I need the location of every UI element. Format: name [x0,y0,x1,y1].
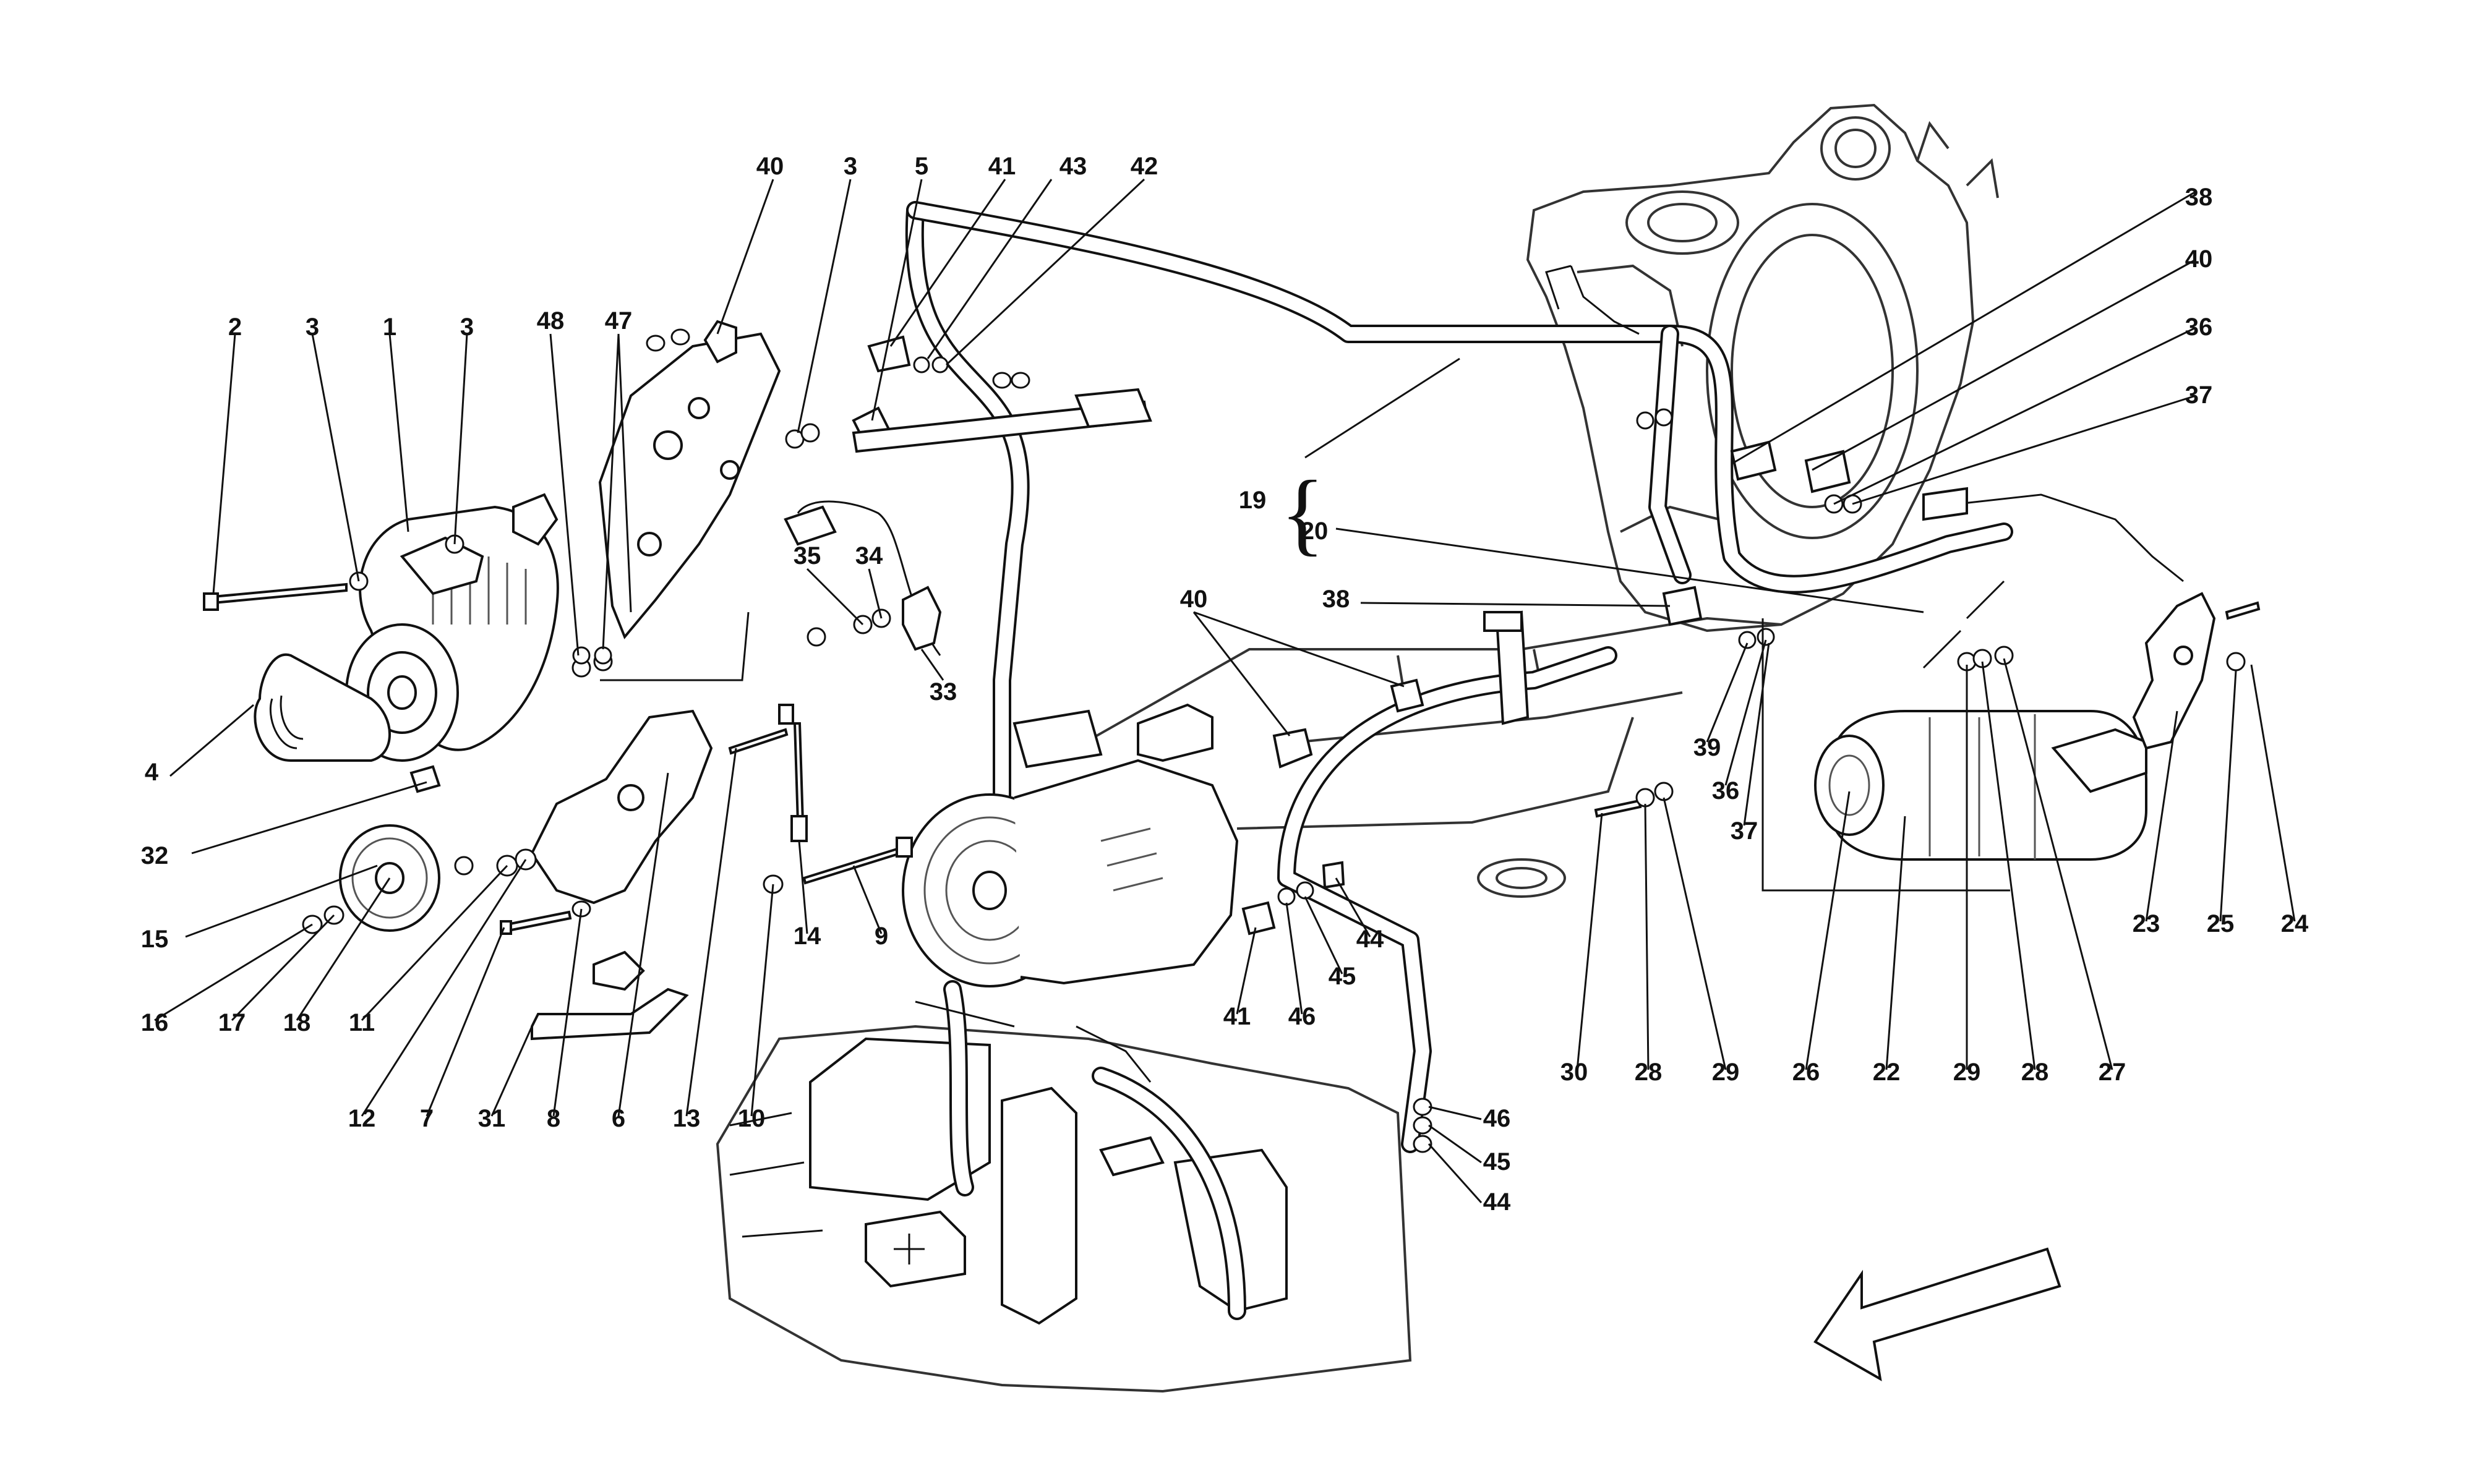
part-label: 16 [141,1009,169,1036]
tensioner-bracket [530,709,713,1041]
part-label: 34 [855,542,883,569]
part-label: 14 [794,923,821,950]
part-label: 40 [756,153,784,180]
part-label: 5 [915,153,928,180]
part-label: 12 [348,1105,376,1132]
part-label: 3 [306,313,319,341]
group-brace: { [1280,462,1325,565]
part-label: 29 [1712,1059,1740,1086]
part-label: 13 [673,1105,701,1132]
part-label: 44 [1356,926,1384,953]
part-label: 43 [1059,153,1087,180]
part-label: 41 [988,153,1016,180]
part-label: 31 [478,1105,506,1132]
part-label: 42 [1131,153,1158,180]
part-label: 20 [1301,518,1329,545]
drive-belt [254,653,391,762]
part-label: 9 [875,923,888,950]
part-label: 3 [844,153,857,180]
gearbox-housing-icon [1526,103,1999,633]
part-label: 36 [1712,777,1740,804]
part-label: 38 [2185,184,2213,211]
alternator-bracket [512,332,781,639]
part-label: 40 [1180,586,1208,613]
part-label: 30 [1560,1059,1588,1086]
part-label: 28 [1635,1059,1663,1086]
part-label: 47 [605,307,633,335]
leader-lines [154,178,2296,1204]
part-label: 36 [2185,313,2213,341]
part-label: 10 [738,1105,766,1132]
compressor-icon [902,703,1239,987]
part-label: 24 [2281,910,2309,937]
part-label: 32 [141,842,169,869]
part-label: 4 [145,759,159,786]
part-label: 3 [460,313,474,341]
part-label: 44 [1483,1188,1511,1216]
part-label: 25 [2207,910,2235,937]
part-label: 46 [1483,1105,1511,1132]
starter-bracket [2132,592,2216,750]
part-label: 11 [349,1009,375,1036]
part-label: 37 [1731,817,1758,845]
part-labels: 40 3 5 41 43 42 38 40 36 37 2 3 1 3 48 4… [141,153,2309,1216]
part-label: 18 [283,1009,311,1036]
part-label: 41 [1223,1003,1251,1030]
part-label: 35 [794,542,821,569]
part-label: 45 [1483,1148,1511,1175]
part-label: 48 [537,307,565,335]
part-label: 40 [2185,245,2213,273]
part-label: 19 [1239,487,1267,514]
part-label: 38 [1322,586,1350,613]
part-label: 17 [218,1009,246,1036]
part-label: 37 [2185,382,2213,409]
battery-icon [716,980,1412,1393]
direction-arrow-icon [1813,1247,2061,1381]
part-label: 22 [1873,1059,1901,1086]
part-label: 46 [1288,1003,1316,1030]
part-label: 2 [228,313,242,341]
part-label: 8 [547,1105,560,1132]
part-label: 27 [2099,1059,2126,1086]
part-label: 29 [1953,1059,1981,1086]
part-label: 26 [1792,1059,1820,1086]
part-label: 45 [1329,963,1356,990]
part-label: 28 [2021,1059,2049,1086]
part-label: 6 [612,1105,625,1132]
part-label: 23 [2133,910,2160,937]
battery-cable [797,201,2184,1153]
starter-motor-icon [1814,710,2147,861]
part-label: 1 [383,313,396,341]
part-label: 33 [930,678,957,706]
part-label: 39 [1693,734,1721,761]
part-label: 7 [420,1105,434,1132]
part-label: 15 [141,926,169,953]
fastener-hardware [203,320,2261,1153]
